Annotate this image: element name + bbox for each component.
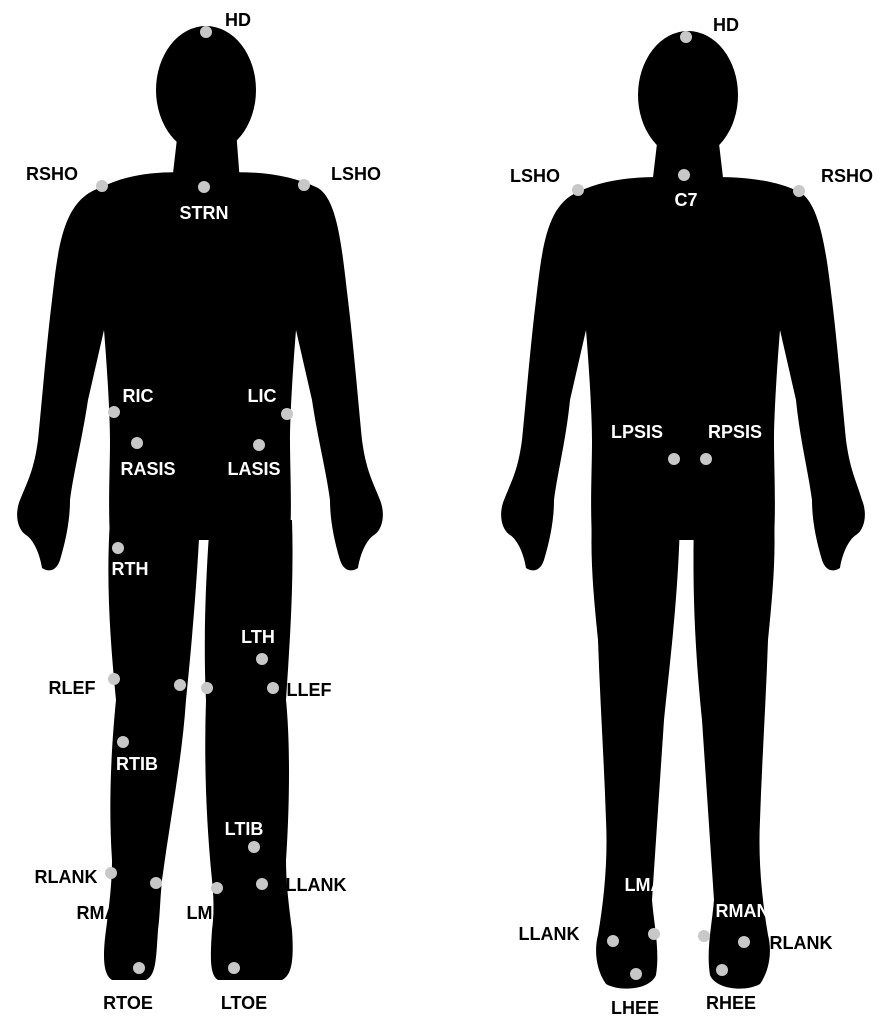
front-left-medial-knee-marker	[201, 682, 213, 694]
back-left-shoulder-label: LSHO	[510, 166, 560, 186]
front-right-medial-ankle-marker	[150, 877, 162, 889]
front-left-thigh-label: LTH	[241, 627, 275, 647]
front-left-lateral-ankle-label: LLANK	[286, 875, 347, 895]
front-left-tibia-label: LTIB	[225, 819, 264, 839]
back-left-shoulder-marker	[572, 184, 584, 196]
front-right-tibia-label: RTIB	[116, 754, 158, 774]
front-left-iliac-crest-marker	[281, 408, 293, 420]
front-sternum-marker	[198, 181, 210, 193]
front-right-medial-knee-marker	[174, 679, 186, 691]
back-right-lateral-ankle-label: RLANK	[770, 933, 833, 953]
front-left-tibia-marker	[248, 841, 260, 853]
front-head-top-marker	[200, 26, 212, 38]
back-c7-marker	[678, 169, 690, 181]
back-right-psis-label: RPSIS	[708, 422, 762, 442]
front-right-asis-marker	[131, 437, 143, 449]
front-torso	[17, 172, 383, 570]
back-right-shoulder-label: RSHO	[821, 166, 873, 186]
front-right-iliac-crest-marker	[108, 406, 120, 418]
back-left-psis-marker	[668, 453, 680, 465]
front-right-lateral-ankle-label: RLANK	[35, 867, 98, 887]
front-right-lateral-femoral-epicondyle-label: RLEF	[49, 678, 96, 698]
front-left-medial-ankle-label: LMANK	[187, 903, 252, 923]
front-left-iliac-crest-label: LIC	[248, 386, 277, 406]
front-right-asis-label: RASIS	[120, 459, 175, 479]
front-left-shoulder-label: LSHO	[331, 164, 381, 184]
back-left-lateral-ankle-label: LLANK	[519, 924, 580, 944]
front-left-toe-label: LTOE	[221, 993, 267, 1013]
front-right-lateral-ankle-marker	[105, 867, 117, 879]
back-left-leg	[591, 520, 680, 989]
back-torso	[501, 177, 865, 570]
front-right-thigh-marker	[112, 542, 124, 554]
back-left-heel-marker	[630, 968, 642, 980]
front-right-shoulder-label: RSHO	[26, 164, 78, 184]
back-left-medial-ankle-marker	[648, 928, 660, 940]
back-left-lateral-ankle-marker	[607, 935, 619, 947]
front-left-medial-ankle-marker	[211, 882, 223, 894]
back-left-psis-label: LPSIS	[611, 422, 663, 442]
front-right-lateral-femoral-epicondyle-marker	[108, 673, 120, 685]
front-head-top-label: HD	[225, 10, 251, 30]
front-left-lateral-ankle-marker	[256, 878, 268, 890]
back-c7-label: C7	[674, 190, 697, 210]
back-right-psis-marker	[700, 453, 712, 465]
back-right-lateral-ankle-marker	[738, 936, 750, 948]
back-left-medial-ankle-label: LMANK	[625, 875, 690, 895]
front-right-toe-label: RTOE	[103, 993, 153, 1013]
front-left-lateral-femoral-epicondyle-marker	[267, 682, 279, 694]
front-sternum-label: STRN	[180, 203, 229, 223]
back-right-heel-marker	[716, 964, 728, 976]
front-right-iliac-crest-label: RIC	[123, 386, 154, 406]
front-right-tibia-marker	[117, 736, 129, 748]
front-left-shoulder-marker	[298, 179, 310, 191]
back-left-heel-label: LHEE	[611, 998, 659, 1018]
front-right-shoulder-marker	[96, 180, 108, 192]
front-right-thigh-label: RTH	[112, 559, 149, 579]
back-head-top-label: HD	[713, 15, 739, 35]
back-right-heel-label: RHEE	[706, 993, 756, 1013]
front-left-asis-marker	[253, 439, 265, 451]
front-right-medial-ankle-label: RMANK	[77, 903, 144, 923]
back-right-shoulder-marker	[793, 185, 805, 197]
back-right-medial-ankle-marker	[698, 930, 710, 942]
front-left-thigh-marker	[256, 653, 268, 665]
back-right-medial-ankle-label: RMANK	[716, 901, 783, 921]
front-left-lateral-femoral-epicondyle-label: LLEF	[287, 680, 332, 700]
front-left-asis-label: LASIS	[227, 459, 280, 479]
back-head-top-marker	[680, 31, 692, 43]
front-left-toe-marker	[228, 962, 240, 974]
front-right-toe-marker	[133, 962, 145, 974]
